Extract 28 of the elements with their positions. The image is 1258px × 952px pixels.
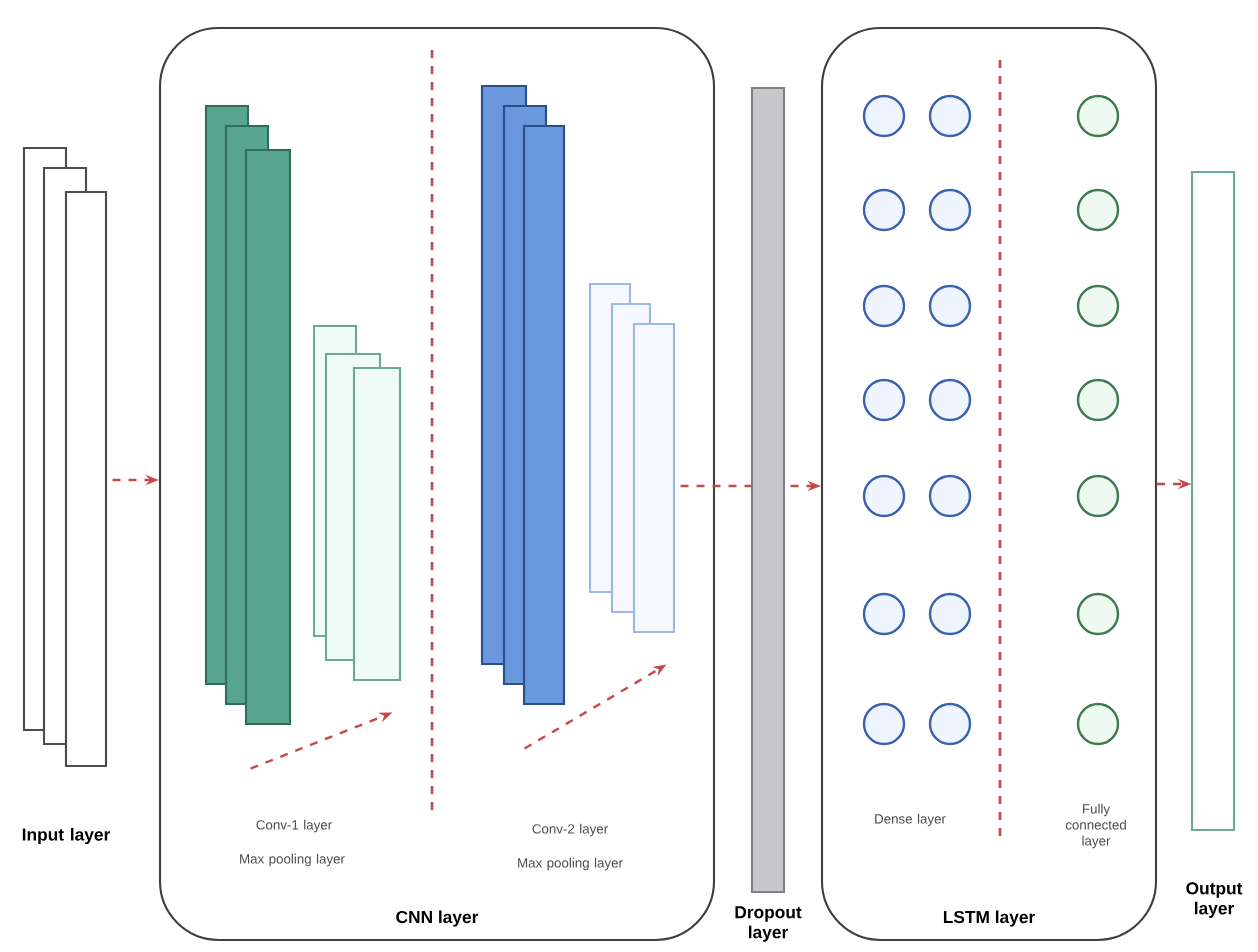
neuron-circle [928, 474, 972, 518]
layer-label: Output layer [1186, 882, 1243, 918]
neuron-circle [928, 284, 972, 328]
neuron-circle [1076, 592, 1120, 636]
neuron-circle [928, 702, 972, 746]
neuron-circle [862, 188, 906, 232]
neuron-circle [1076, 378, 1120, 422]
neuron-circle [862, 474, 906, 518]
neuron-circle [928, 94, 972, 138]
neuron-circle [862, 592, 906, 636]
feature-map-stack [312, 324, 402, 682]
neuron-circle [928, 188, 972, 232]
neuron-circle [862, 378, 906, 422]
neuron-circle [1076, 702, 1120, 746]
neuron-circle [928, 592, 972, 636]
neuron-circle [1076, 188, 1120, 232]
neuron-circle [1076, 474, 1120, 518]
neuron-circle [1076, 284, 1120, 328]
neuron-circle [862, 702, 906, 746]
neuron-circle [928, 378, 972, 422]
layer-label: Input layer [22, 827, 111, 845]
feature-map-stack [480, 84, 566, 706]
feature-map-stack [588, 282, 676, 634]
neuron-circle [862, 94, 906, 138]
neuron-circle [1076, 94, 1120, 138]
neuron-circle [862, 284, 906, 328]
feature-map-stack [204, 104, 292, 726]
layer-label: Dropout layer [735, 906, 802, 942]
